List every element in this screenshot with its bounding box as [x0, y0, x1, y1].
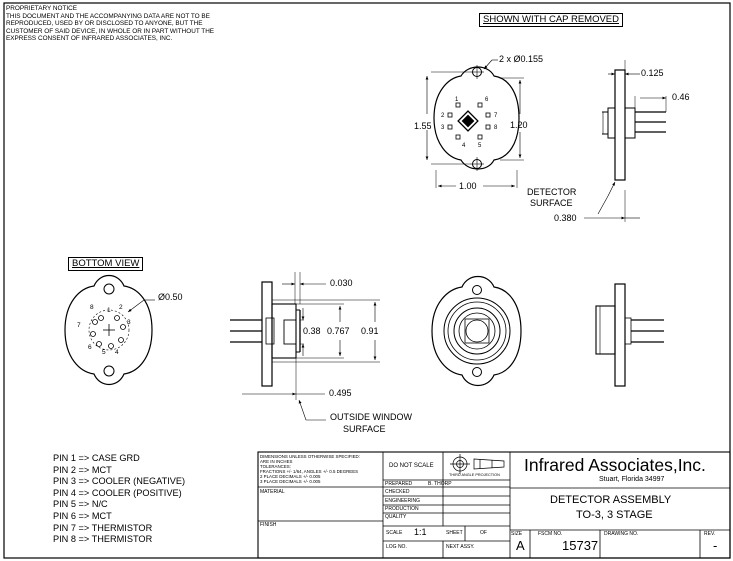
pin-number: 3 — [127, 319, 131, 326]
top-side-view — [584, 60, 667, 222]
dim-height: 1.55 — [414, 121, 432, 131]
role-quality: QUALITY — [385, 514, 407, 520]
size-value: A — [516, 538, 525, 553]
pin-number: 1 — [107, 307, 111, 314]
drawing-title: DETECTOR ASSEMBLY — [550, 494, 672, 506]
dim-hole-count: 2 x Ø0.155 — [499, 54, 544, 64]
revision-label: REV. — [704, 531, 716, 537]
pin-number: 8 — [90, 304, 94, 311]
pin-number: 2 — [441, 113, 445, 119]
tolerance-line: ARE IN INCHES — [260, 459, 293, 464]
company-name: Infrared Associates,Inc. — [524, 455, 706, 475]
pin-assignment: PIN 6 => MCT — [53, 510, 112, 521]
revision-value: - — [713, 538, 718, 553]
pin-number: 8 — [494, 125, 498, 131]
top-pin-pads — [447, 102, 491, 140]
cap-removed-label: SHOWN WITH CAP REMOVED — [483, 14, 619, 25]
pin-assignment: PIN 3 => COOLER (NEGATIVE) — [53, 476, 186, 487]
detector-surface-label: SURFACE — [530, 198, 573, 208]
notice-line: EXPRESS CONSENT OF INFRARED ASSOCIATES, … — [6, 35, 173, 43]
material-label: MATERIAL — [260, 489, 285, 495]
front-view-with-cap — [431, 275, 522, 387]
cap-removed-heading: SHOWN WITH CAP REMOVED — [479, 13, 623, 27]
scale-value: 1:1 — [414, 527, 427, 537]
notice-line: CUSTOMER OF SAID DEVICE, IN WHOLE OR IN … — [6, 27, 215, 35]
notice-line: REPRODUCED, USED BY OR DISCLOSED TO ANYO… — [6, 20, 203, 28]
tolerance-notes: DIMENSIONS UNLESS OTHERWISE SPECIFIED: A… — [260, 454, 360, 484]
detector-surface-label: DETECTOR — [527, 187, 577, 197]
fscm-value: 15737 — [562, 538, 599, 553]
notice-title: PROPRIETARY NOTICE — [6, 5, 78, 12]
dim-0-38: 0.38 — [303, 326, 321, 336]
pin-number: 3 — [441, 125, 445, 131]
title-block-grid — [257, 451, 731, 559]
right-side-view — [595, 283, 664, 387]
pin-assignment: PIN 4 => COOLER (POSITIVE) — [53, 487, 182, 498]
log-number-label: LOG NO. — [386, 544, 407, 550]
dim-cap-thickness: 0.125 — [641, 68, 664, 78]
bottom-view-label: BOTTOM VIEW — [72, 258, 140, 269]
tolerance-line: TOLERANCES: — [260, 464, 291, 469]
bottom-view-heading: BOTTOM VIEW — [68, 257, 144, 271]
middle-side-view — [230, 272, 380, 421]
projection-symbol — [450, 454, 505, 474]
dim-window-offset: 0.030 — [330, 278, 353, 288]
role-production: PRODUCTION — [385, 506, 419, 512]
pin-number: 2 — [119, 304, 123, 311]
projection-label: THIRD ANGLE PROJECTION — [449, 473, 500, 477]
size-label: SIZE — [511, 531, 523, 537]
drawing-number-label: DRAWING NO. — [604, 531, 639, 537]
dim-0-91: 0.91 — [361, 326, 379, 336]
dim-pin-length: 0.46 — [672, 92, 690, 102]
fscm-label: FSCM NO. — [538, 531, 563, 537]
sheet-of-label: OF — [480, 530, 487, 536]
dim-0-495: 0.495 — [329, 388, 352, 398]
pin-number: 5 — [478, 143, 482, 149]
pin-number: 6 — [88, 344, 92, 351]
pin-number: 4 — [462, 143, 466, 149]
pin-assignment: PIN 1 => CASE GRD — [53, 453, 140, 463]
do-not-scale-note: DO NOT SCALE — [389, 463, 434, 469]
pin-assignment: PIN 5 => N/C — [53, 499, 108, 510]
dim-width: 1.00 — [459, 181, 477, 191]
pin-number: 5 — [102, 349, 106, 356]
tolerance-line: 3 PLACE DECIMALS +/- 0.005 — [260, 479, 321, 484]
dim-detector-distance: 0.380 — [554, 213, 577, 223]
pin-assignment: PIN 7 => THERMISTOR — [53, 522, 153, 533]
role-prepared: PREPARED — [385, 481, 413, 487]
scale-label: SCALE — [386, 530, 403, 536]
pin-number: 7 — [77, 322, 81, 329]
pin-number: 1 — [455, 97, 459, 103]
bottom-view — [64, 274, 155, 386]
drawing-subtitle: TO-3, 3 STAGE — [576, 509, 653, 521]
dim-pin-circle: Ø0.50 — [158, 292, 183, 302]
tolerance-line: DIMENSIONS UNLESS OTHERWISE SPECIFIED: — [260, 454, 360, 459]
pin-assignment: PIN 2 => MCT — [53, 464, 112, 475]
role-engineering: ENGINEERING — [385, 498, 421, 504]
pin-number: 6 — [485, 97, 489, 103]
pin-number: 7 — [494, 113, 498, 119]
window-surface-label: SURFACE — [343, 424, 386, 434]
finish-label: FINISH — [260, 522, 277, 528]
tolerance-line: FRACTIONS +/- 1/64, ANGLES +/- 0.5 DEGRE… — [260, 469, 359, 474]
pin-list: PIN 1 => CASE GRD PIN 2 => MCT PIN 3 => … — [53, 453, 185, 546]
prepared-by: B. THORP — [428, 481, 452, 487]
sheet-label: SHEET — [446, 530, 463, 536]
pin-number: 4 — [115, 349, 119, 356]
company-location: Stuart, Florida 34997 — [599, 476, 665, 483]
tolerance-line: 2 PLACE DECIMALS +/- 0.005 — [260, 474, 321, 479]
dim-pin-span: 1.20 — [510, 120, 528, 130]
dim-0-767: 0.767 — [327, 326, 350, 336]
notice-line: THIS DOCUMENT AND THE ACCOMPANYING DATA … — [6, 12, 210, 20]
pin-assignment: PIN 8 => THERMISTOR — [53, 534, 153, 545]
role-checked: CHECKED — [385, 489, 410, 495]
window-surface-label: OUTSIDE WINDOW — [330, 412, 412, 422]
next-assembly-label: NEXT ASSY. — [446, 544, 475, 550]
top-view — [425, 59, 524, 188]
